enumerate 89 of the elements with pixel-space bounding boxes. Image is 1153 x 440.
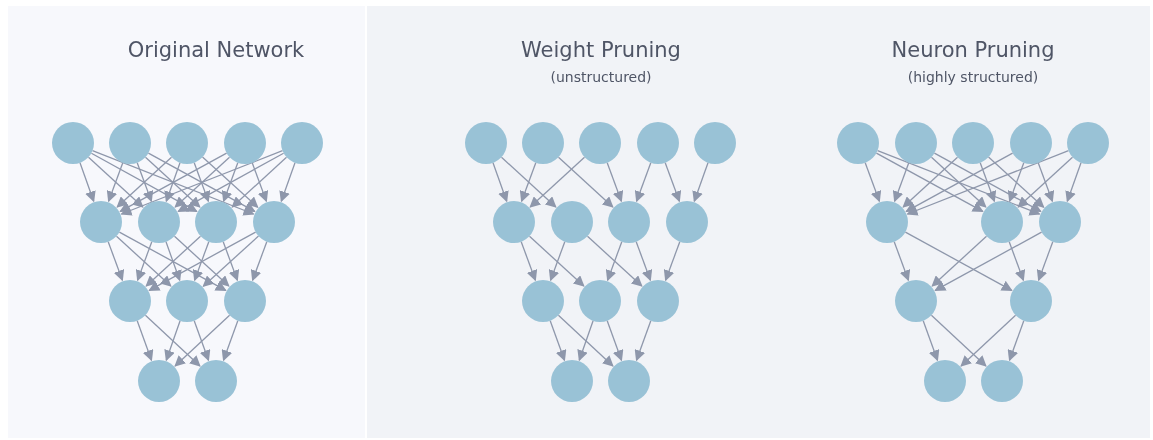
arrow	[904, 231, 1013, 292]
arrow	[577, 320, 594, 362]
arrow	[549, 320, 567, 362]
arrow	[193, 162, 211, 203]
arrow	[902, 156, 959, 208]
arrow	[148, 231, 257, 292]
arrow	[529, 156, 586, 208]
arrow	[145, 235, 202, 287]
arrow	[906, 150, 1070, 216]
arrow	[91, 150, 255, 216]
arrow	[250, 241, 268, 282]
arrow	[1036, 241, 1054, 282]
arrow	[106, 162, 124, 203]
arrow	[120, 150, 284, 216]
arrow	[135, 241, 153, 282]
arrow	[115, 235, 172, 287]
arrow	[279, 162, 296, 203]
arrow	[893, 241, 911, 282]
arrow	[864, 162, 882, 203]
arrow	[251, 162, 269, 203]
arrow	[586, 235, 643, 287]
arrow	[876, 149, 1041, 216]
arrow	[1007, 320, 1025, 362]
arrow	[174, 156, 231, 208]
arrow	[1037, 162, 1055, 203]
arrow	[202, 235, 260, 287]
arrow	[519, 162, 537, 203]
arrow	[1008, 241, 1026, 282]
arrow	[635, 241, 653, 282]
arrow	[231, 156, 288, 208]
arrow	[1017, 156, 1074, 208]
arrow	[500, 156, 557, 208]
arrow	[221, 320, 239, 362]
arrow	[634, 320, 652, 362]
arrow	[520, 241, 538, 282]
arrow	[979, 162, 997, 203]
arrow	[147, 152, 256, 213]
arrow	[930, 314, 987, 367]
arrow	[119, 152, 228, 213]
arrow	[922, 320, 940, 362]
panel-title: Weight Pruning	[521, 38, 681, 62]
arrow	[934, 231, 1043, 292]
arrow	[136, 162, 154, 203]
arrow	[116, 156, 173, 208]
arrow	[548, 241, 566, 282]
arrow	[192, 241, 210, 282]
arrow	[165, 241, 182, 282]
arrow	[557, 314, 614, 367]
arrow	[557, 156, 614, 208]
arrow	[892, 162, 910, 203]
arrow	[87, 156, 144, 208]
arrow	[664, 162, 682, 203]
arrow	[1007, 162, 1025, 203]
arrow	[177, 152, 285, 213]
arrow	[201, 156, 259, 208]
arrow	[930, 156, 987, 208]
arrow	[960, 314, 1017, 367]
panel-title: Neuron Pruning	[891, 38, 1055, 62]
arrow	[605, 241, 623, 282]
arrow	[144, 314, 201, 367]
arrow	[905, 152, 1014, 213]
arrow	[174, 314, 231, 367]
arrow	[164, 320, 181, 362]
arrow	[222, 241, 240, 282]
panel-subtitle: (unstructured)	[550, 69, 652, 85]
arrow	[692, 162, 709, 203]
panel-title: Original Network	[127, 38, 305, 62]
arrow	[606, 162, 624, 203]
arrow	[193, 320, 211, 362]
arrow	[634, 162, 652, 203]
arrow	[606, 320, 624, 362]
arrow	[136, 320, 154, 362]
arrow	[933, 152, 1042, 213]
arrow	[164, 162, 181, 203]
arrow	[1065, 162, 1082, 203]
arrow	[931, 235, 988, 287]
panel-subtitle: (highly structured)	[907, 69, 1039, 85]
arrow	[79, 162, 96, 203]
arrow	[875, 152, 984, 213]
arrow	[221, 162, 239, 203]
arrow	[118, 231, 227, 292]
arrow	[492, 162, 509, 203]
arrow	[987, 156, 1045, 208]
arrow	[528, 235, 585, 287]
arrow	[90, 152, 198, 213]
arrow	[107, 241, 125, 282]
arrow	[663, 241, 681, 282]
arrow	[173, 235, 230, 287]
arrow	[144, 156, 201, 208]
